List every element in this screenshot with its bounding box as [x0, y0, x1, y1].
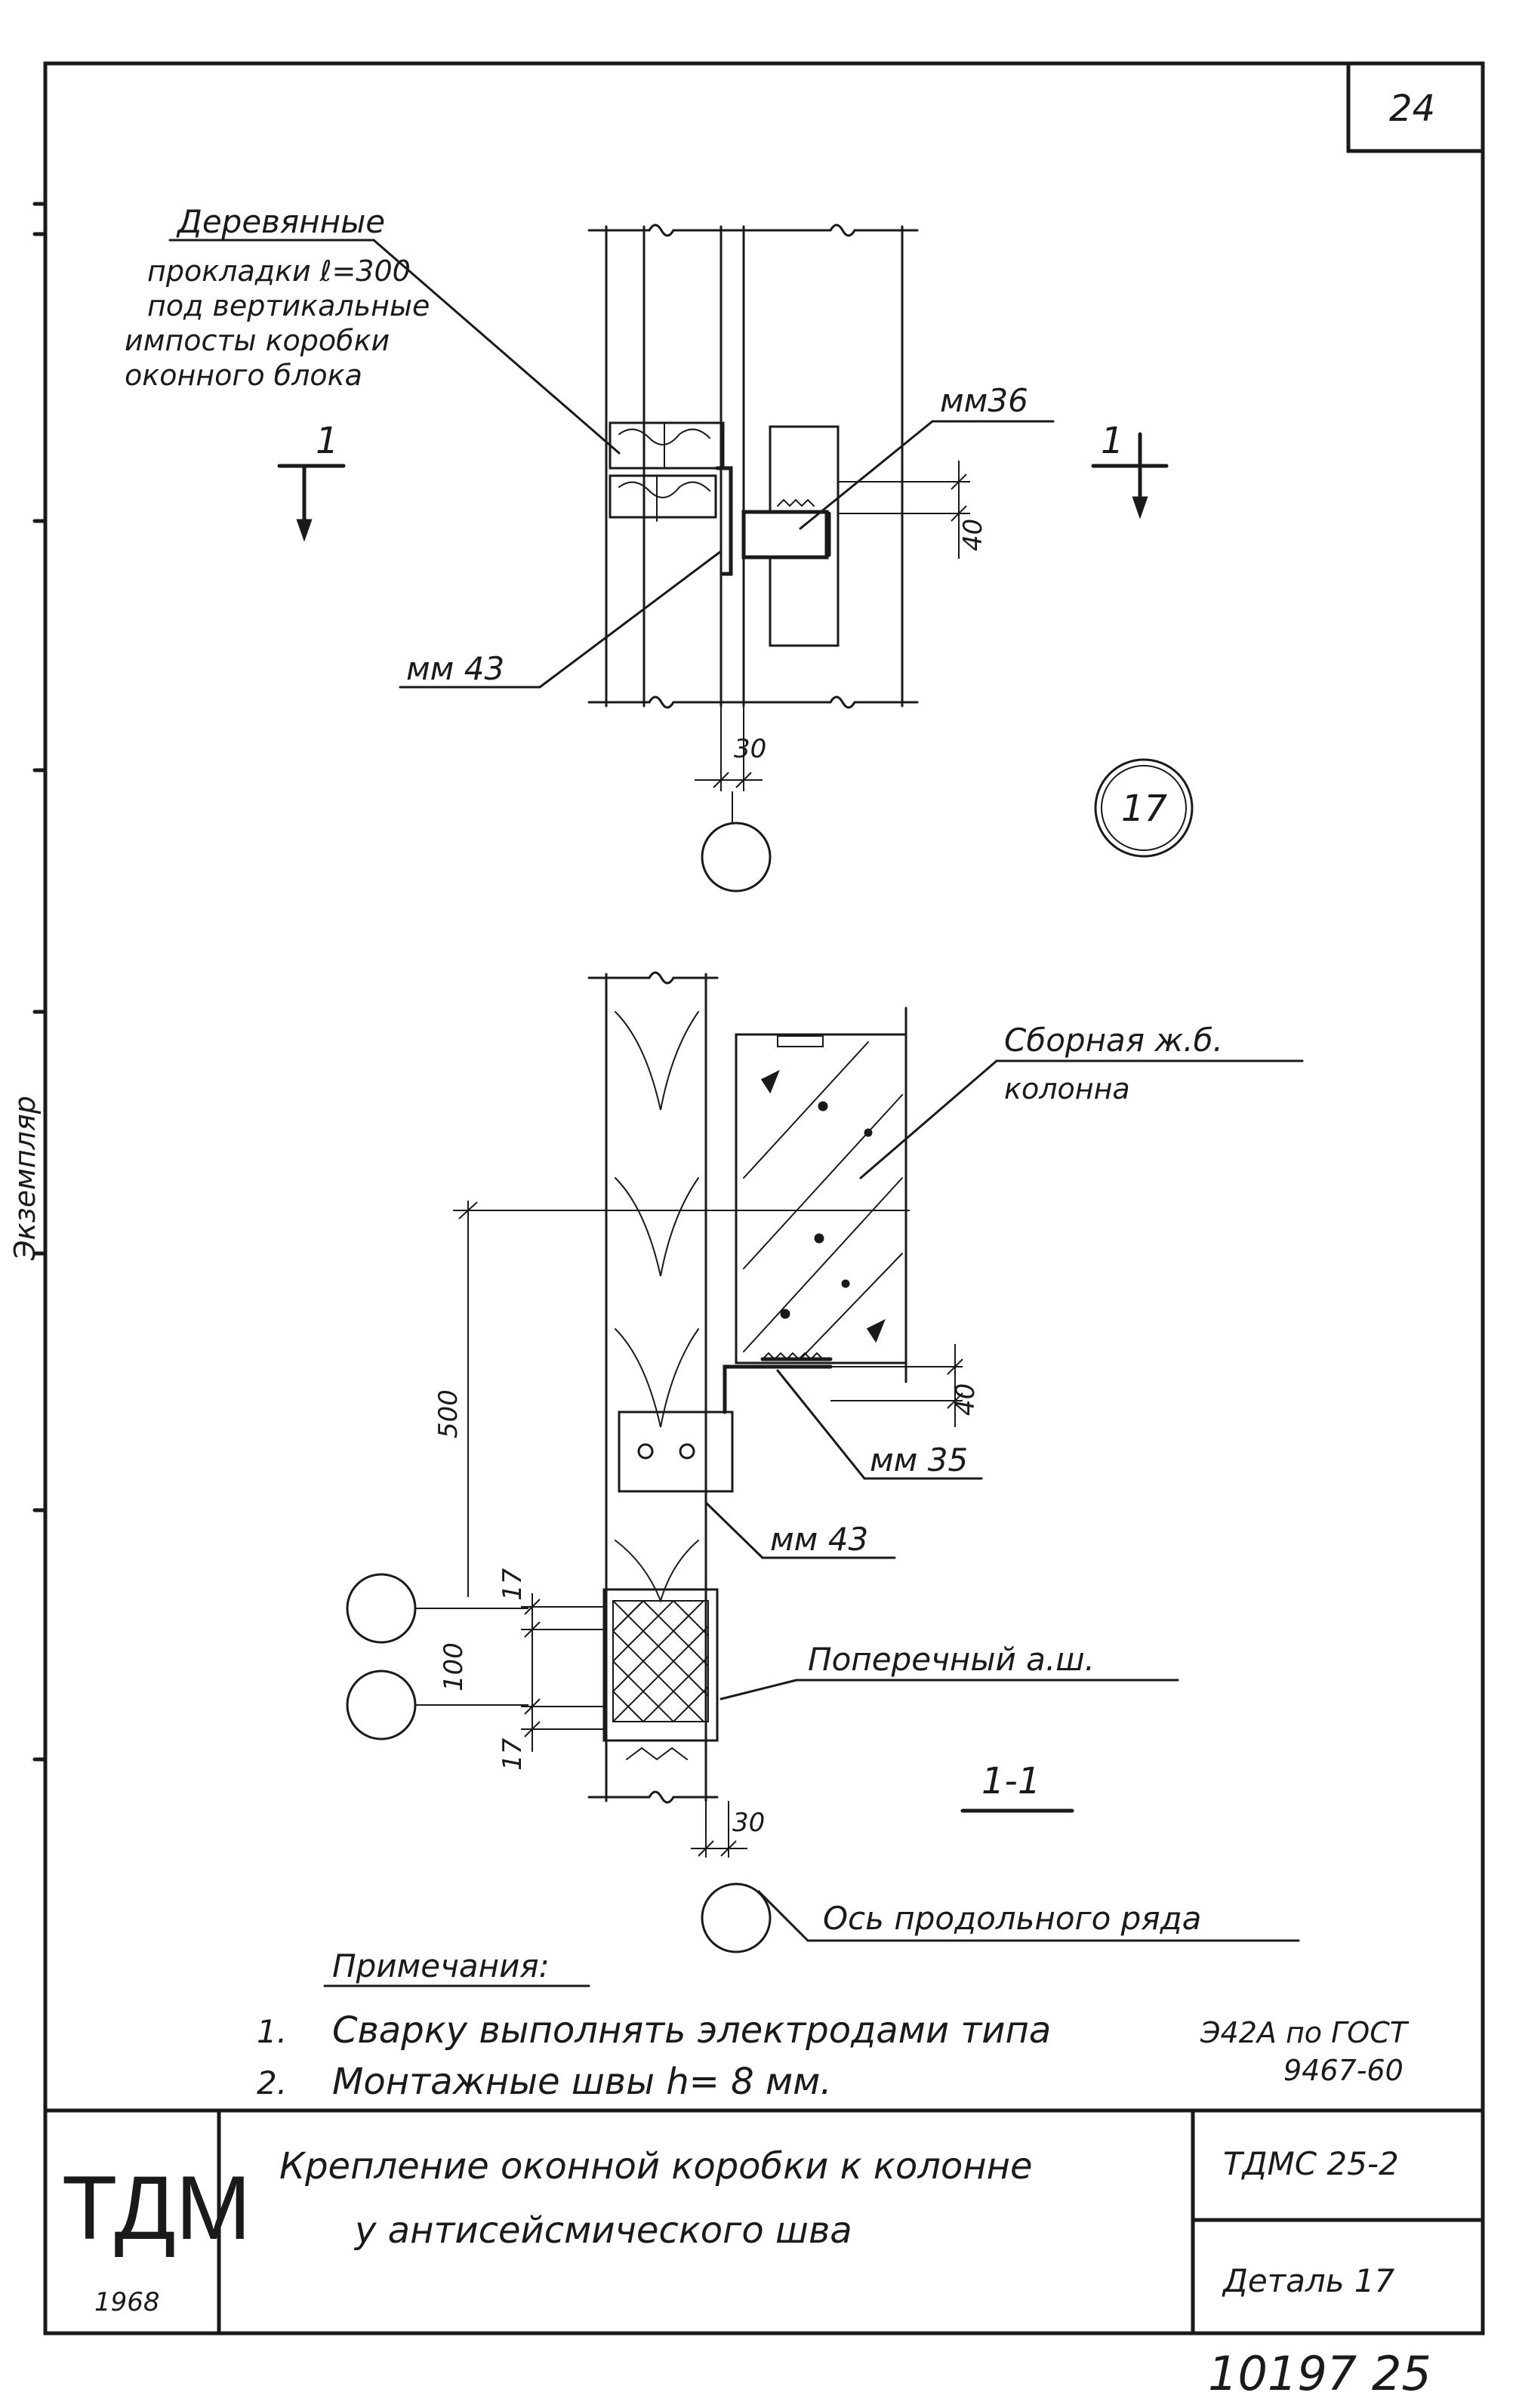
mm35-angle	[723, 1352, 833, 1414]
mm36-label: мм36	[799, 382, 1055, 530]
title-block-logo: ТДМ	[62, 2157, 251, 2258]
mm36-text: мм36	[940, 382, 1028, 419]
wood-pads-title: Деревянные	[176, 203, 385, 240]
page-number: 24	[1389, 88, 1435, 130]
axis-bubbles-left	[346, 1573, 528, 1740]
margin-note: Экземпляр	[8, 1096, 42, 1261]
dim-17-bottom-text: 17	[498, 1737, 528, 1771]
bottom-document-number: 10197 25	[1208, 2346, 1431, 2401]
seam-label: Поперечный а.ш.	[719, 1641, 1179, 1700]
mm43-text-plan: мм 43	[406, 650, 504, 687]
wood-pads-line2: под вертикальные	[147, 289, 430, 322]
detail-marker: 17	[1094, 758, 1194, 858]
note-2-text: Монтажные швы h= 8 мм.	[332, 2061, 832, 2103]
dim-40-plan-text: 40	[958, 519, 988, 551]
dim-30-section	[691, 1801, 747, 1858]
dim-30-plan	[695, 706, 763, 823]
note-2-number: 2.	[257, 2064, 287, 2101]
dim-17-top-text: 17	[498, 1568, 528, 1601]
seam-insert	[602, 1588, 719, 1742]
impost-block	[609, 421, 733, 576]
dim-40-section-text: 40	[951, 1383, 981, 1416]
dim-30-plan-text: 30	[734, 734, 766, 764]
notes-title: Примечания:	[332, 1947, 550, 1984]
mm35-label: мм 35	[776, 1369, 983, 1480]
axis-bubble-plan	[701, 822, 772, 893]
section-mark-left	[277, 464, 346, 542]
column-block-plan	[741, 425, 840, 647]
mm43-label-plan: мм 43	[399, 550, 723, 689]
title-block-title-line2: у антисейсмического шва	[353, 2209, 852, 2252]
note-2-extra: 9467-60	[1283, 2054, 1404, 2087]
section-mark-right-label: 1	[1101, 420, 1124, 462]
wood-pads-line1: прокладки ℓ=300	[147, 254, 411, 288]
mm43-bracket	[618, 1411, 734, 1493]
title-block-title-line1: Крепление оконной коробки к колонне	[279, 2145, 1033, 2188]
dim-30-section-text: 30	[732, 1808, 765, 1838]
dim-40-plan	[838, 461, 970, 559]
dim-17-100-17	[521, 1593, 604, 1752]
page-number-box: 24	[1346, 61, 1485, 153]
wood-pads-label: Деревянные прокладки ℓ=300 под вертикаль…	[125, 203, 621, 455]
margin-ticks	[32, 202, 48, 1762]
section-title: 1-1	[981, 1760, 1040, 1802]
column-label-line2: колонна	[1004, 1072, 1130, 1105]
section-mark-left-label: 1	[316, 420, 339, 462]
dim-40-section	[830, 1344, 963, 1427]
dim-500-text: 500	[433, 1389, 464, 1438]
wood-pads-line3: импосты коробки	[125, 324, 390, 357]
axis-label-text: Ось продольного ряда	[823, 1900, 1201, 1937]
window-frame-plan	[587, 224, 919, 709]
dim-500	[453, 1201, 910, 1597]
rc-column	[735, 1007, 907, 1383]
note-1-number: 1.	[257, 2013, 287, 2050]
mm43-label-section: мм 43	[704, 1501, 896, 1559]
column-label-line1: Сборная ж.б.	[1004, 1022, 1223, 1059]
seam-label-text: Поперечный а.ш.	[808, 1641, 1095, 1678]
wood-pads-line4: оконного блока	[125, 359, 362, 392]
section-view: 500 40 Сборная ж.б. колонна мм 35 мм 43	[346, 971, 1304, 1953]
plan-view: 1 1 Деревянные прокладки ℓ=300 под верти…	[125, 203, 1194, 893]
title-block-code: ТДМС 25-2	[1223, 2145, 1399, 2182]
sheet-frame	[43, 61, 1485, 2336]
notes: Примечания: 1. Сварку выполнять электрод…	[257, 1947, 1410, 2103]
column-label: Сборная ж.б. колонна	[859, 1022, 1304, 1179]
note-1-extra: Э42А по ГОСТ	[1200, 2016, 1410, 2049]
detail-marker-number: 17	[1121, 788, 1168, 830]
frame-timber-section	[587, 971, 719, 1804]
mm35-text: мм 35	[870, 1441, 968, 1478]
note-1-text: Сварку выполнять электродами типа	[332, 2009, 1051, 2052]
section-mark-right	[1091, 432, 1169, 520]
title-block-detail: Деталь 17	[1222, 2262, 1395, 2299]
mm43-text-section: мм 43	[770, 1521, 868, 1558]
title-block-year: 1968	[94, 2287, 160, 2317]
axis-bubble-section: Ось продольного ряда	[701, 1882, 1300, 1953]
title-block: ТДМ 1968 Крепление оконной коробки к кол…	[43, 2108, 1485, 2336]
dim-100-text: 100	[439, 1642, 469, 1691]
